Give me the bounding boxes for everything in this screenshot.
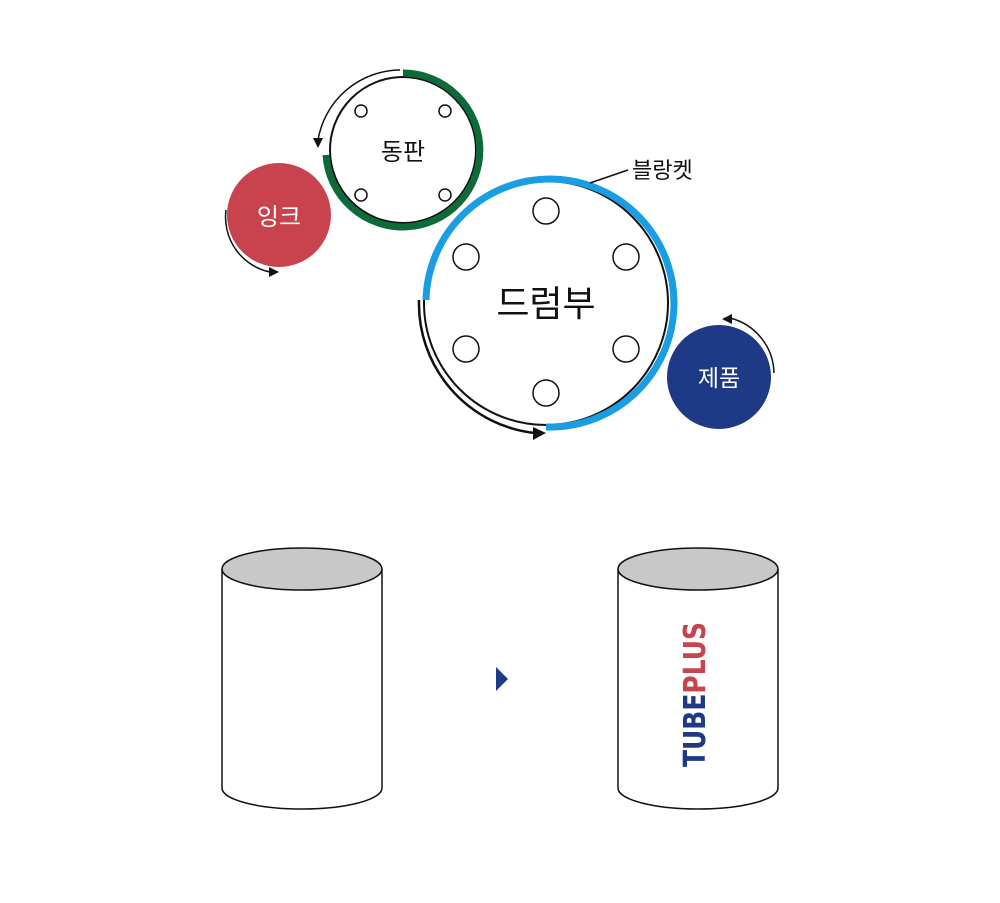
product-circle	[667, 325, 771, 429]
drum-cylinder: 드럼부 블랑켓	[417, 159, 693, 440]
drum-hole	[452, 243, 480, 271]
blanket-leader-line	[589, 169, 629, 184]
drum-hole	[532, 197, 560, 225]
tubeplus-logo-text: TUBEPLUS	[678, 622, 713, 767]
blank-cup-body	[221, 569, 383, 810]
drum-rotation-arc	[417, 299, 536, 435]
drum-rotation-arrowhead	[533, 427, 546, 440]
printed-cup-body	[617, 569, 779, 810]
plate-hole	[354, 188, 368, 202]
plate-cylinder: 동판	[313, 69, 484, 231]
printed-cup: TUBEPLUS	[617, 547, 779, 810]
product-rotation-arrowhead	[722, 314, 732, 324]
blanket-label: 블랑켓	[632, 159, 693, 184]
blank-cup-top	[221, 547, 383, 591]
plate-ring	[322, 69, 484, 231]
product-roller: 제품	[667, 314, 775, 429]
logo-part-plus: PLUS	[678, 622, 713, 694]
ink-rotation-arc	[224, 209, 271, 273]
tubeplus-logo: TUBEPLUS	[678, 622, 713, 767]
ink-label: 잉크	[257, 203, 301, 231]
ink-roller: 잉크	[224, 163, 331, 277]
logo-part-tube: TUBE	[678, 694, 713, 767]
ink-rotation-arrowhead	[269, 267, 279, 277]
blank-cup	[221, 547, 383, 810]
triangle-right-icon	[496, 667, 508, 691]
plate-hole	[438, 188, 452, 202]
drum-label: 드럼부	[496, 284, 595, 325]
drum-hole	[532, 379, 560, 407]
printed-cup-top	[617, 547, 779, 591]
plate-rotation-arc	[317, 69, 401, 141]
plate-rotation-arrowhead	[313, 138, 323, 148]
blanket-ring	[422, 175, 678, 431]
drum-hole	[612, 243, 640, 271]
drum-hole	[452, 335, 480, 363]
plate-hole	[438, 104, 452, 118]
plate-hole	[354, 104, 368, 118]
ink-circle	[227, 163, 331, 267]
product-rotation-arc	[729, 317, 775, 374]
plate-label: 동판	[381, 138, 425, 166]
product-label: 제품	[698, 366, 740, 392]
drum-hole	[612, 335, 640, 363]
